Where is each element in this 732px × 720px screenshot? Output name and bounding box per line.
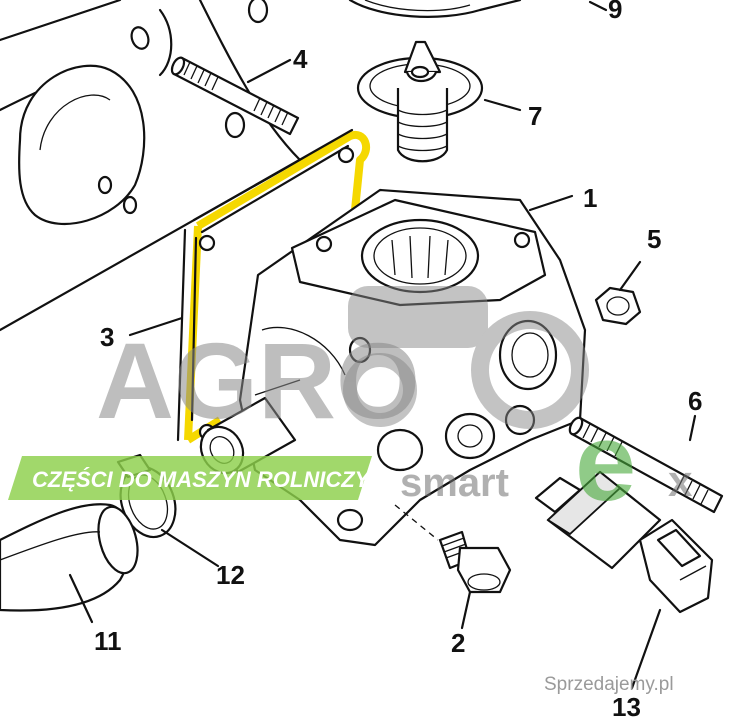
callout-6: 6 <box>688 386 702 416</box>
engine-block-face <box>0 0 332 332</box>
callout-4: 4 <box>293 44 308 74</box>
watermark-logo-right: smart <box>400 461 509 505</box>
part-5-nut <box>594 286 642 326</box>
leader-lines <box>68 0 697 690</box>
watermark-logo-e: e <box>575 401 636 524</box>
part-4-stud <box>170 56 300 136</box>
callout-9: 9 <box>608 0 622 24</box>
tractor-logo-icon <box>343 286 589 429</box>
callout-2: 2 <box>451 628 465 658</box>
callout-3: 3 <box>100 322 114 352</box>
callout-5: 5 <box>647 224 661 254</box>
callout-12: 12 <box>216 560 245 590</box>
part-3-gasket-highlighted <box>176 128 371 444</box>
part-2-bolt <box>394 504 512 594</box>
callout-labels: 1 2 3 4 5 6 7 9 11 12 13 <box>94 0 702 720</box>
watermark-logo-x: x <box>668 457 693 506</box>
watermark-site: Sprzedajemy.pl <box>544 674 674 695</box>
part-9-housing-edge <box>348 0 522 18</box>
callout-1: 1 <box>583 183 597 213</box>
part-11-hose <box>0 503 139 612</box>
watermark-banner: CZĘŚCI DO MASZYN ROLNICZYCH <box>8 456 402 500</box>
watermark-logo: AGRO smart e x <box>96 286 693 524</box>
callout-11: 11 <box>94 626 122 656</box>
callout-13: 13 <box>612 692 641 720</box>
part-7-thermostat <box>356 40 484 163</box>
callout-7: 7 <box>528 101 542 131</box>
part-13-temperature-sensor <box>534 470 714 614</box>
part-6-stud <box>568 416 724 514</box>
watermark-banner-text: CZĘŚCI DO MASZYN ROLNICZYCH <box>32 467 402 492</box>
